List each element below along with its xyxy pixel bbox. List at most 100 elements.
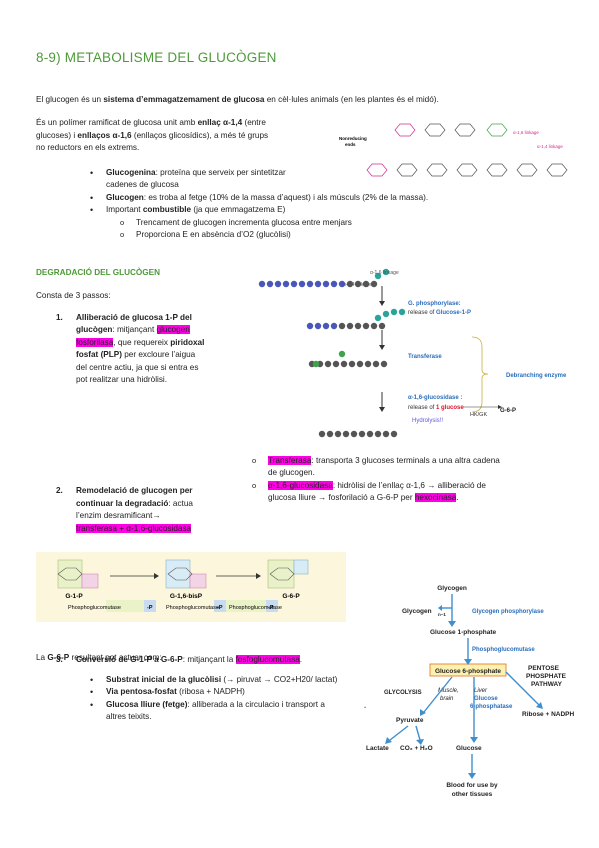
bullet-glucolisi: Substrat inicial de la glucòlisi (→ piru… — [86, 674, 361, 687]
path-blood1: Blood for use by — [446, 782, 498, 789]
glucose-bead — [364, 360, 372, 368]
enzyme-glucosidasa: α-1,6-glucosidasa: hidròlisi de l’enllaç… — [248, 480, 578, 505]
path-glycolysis: GLYCOLYSIS — [384, 690, 422, 696]
glucose-bead — [342, 430, 350, 438]
glucose-bead — [314, 280, 322, 288]
subbullet-2: Proporciona E en absència d’O2 (glucòlis… — [116, 229, 486, 242]
path-ribose: Ribose + NADPH — [522, 711, 574, 718]
step-2: 2. Remodelació de glucogen per continuar… — [56, 486, 193, 533]
path-blood2: other tissues — [452, 791, 493, 798]
g16-molecule — [165, 559, 207, 589]
path-g1p: Glucose 1-phosphate — [430, 629, 496, 636]
transferase-label: Transferase — [408, 354, 442, 360]
path-g6pase: 6-phosphatase — [470, 704, 513, 710]
glucose-ring — [486, 163, 508, 177]
degr-link14-label: α-1,4 linkage — [343, 282, 372, 288]
glucose-bead — [318, 430, 326, 438]
ends-label: ends — [345, 142, 356, 147]
degradation-figure: α-1,6 linkage α-1,4 linkage G. phosphory… — [258, 268, 567, 438]
gluc16-label: α-1,6-glucosidase : — [408, 395, 462, 401]
glucose-bead — [338, 322, 346, 330]
mut-p-1: -P — [147, 605, 153, 611]
glucose-bead — [374, 314, 382, 322]
pathway-figure: Glycogen Glycogen n−1 Glycogen phosphory… — [364, 585, 574, 798]
glucose-bead — [312, 360, 320, 368]
hkgk-label: HK/GK — [470, 412, 487, 418]
glucose-bead — [370, 322, 378, 330]
glucose-bead — [374, 430, 382, 438]
path-pentose3: PATHWAY — [531, 681, 563, 688]
glucose-ring — [424, 123, 446, 137]
glucose-bead — [354, 280, 362, 288]
degr-g6p-label: G-6-P — [500, 408, 516, 414]
glucose-ring — [546, 163, 568, 177]
glucose-bead — [306, 280, 314, 288]
glucose-bead — [366, 430, 374, 438]
bracket — [471, 336, 489, 413]
mutase-figure: G-1-P G-1,6-bisP G-6-P Phosphoglucomutas… — [36, 552, 346, 622]
subbullet-1: Trencament de glucogen incrementa glucos… — [116, 217, 486, 230]
path-pentose1: PENTOSE — [528, 665, 560, 672]
link16-label: α-1,6 linkage — [513, 130, 539, 135]
mut-pgm-2: Phosphoglucomutase — [166, 605, 219, 611]
bullet-glucogenina: Glucogenina: proteïna que serveix per si… — [86, 167, 486, 192]
glucose-bead — [338, 280, 346, 288]
mut-g1p-label: G-1-P — [65, 593, 83, 600]
glucose-ring — [454, 123, 476, 137]
glucose-ring — [394, 123, 416, 137]
mut-g6p-label: G-6-P — [282, 593, 300, 600]
path-n1: n−1 — [438, 612, 446, 617]
path-g6p: Glucose 6-phosphate — [435, 668, 501, 675]
g6p-molecule — [267, 559, 309, 589]
glucose-bead — [322, 322, 330, 330]
section-degradacio: DEGRADACIÓ DEL GLUCÒGEN — [36, 268, 161, 277]
bullet-combustible: Important combustible (ja que emmagatzem… — [86, 204, 486, 217]
glucose-bead — [354, 322, 362, 330]
glucose-bead — [372, 360, 380, 368]
mut-p-3: -P — [268, 605, 274, 611]
gphos-label: G. phosphorylase: — [408, 301, 461, 307]
glucose-bead — [390, 430, 398, 438]
glucose-bead — [370, 280, 378, 288]
glucose-bead — [274, 280, 282, 288]
consta-text: Consta de 3 passos: — [36, 291, 111, 300]
path-co2: CO₂ + H₂O — [400, 745, 433, 752]
glucose-bead — [266, 280, 274, 288]
glucose-bead — [374, 272, 382, 280]
svg-text:.: . — [364, 701, 366, 710]
bullet-list-1: Glucogenina: proteïna que serveix per si… — [86, 167, 486, 242]
glucose-bead — [330, 322, 338, 330]
glucose-bead — [348, 360, 356, 368]
step-1: 1. Alliberació de glucosa 1-P del glucòg… — [56, 313, 205, 385]
glucose-bead — [390, 308, 398, 316]
glycogen-structure-figure: Nonreducing ends α-1,6 linkage α-1,4 lin… — [339, 123, 568, 177]
glucose-bead — [380, 360, 388, 368]
glucose-bead — [324, 360, 332, 368]
path-pentose2: PHOSPHATE — [526, 673, 567, 680]
intro-paragraph: El glucogen és un sistema d’emmagatzemam… — [36, 95, 439, 104]
link14-label: α-1,4 linkage — [537, 144, 563, 149]
polymer-paragraph: És un polímer ramificat de glucosa unit … — [36, 118, 269, 153]
glucose-ring — [486, 123, 508, 137]
path-liver: Liver — [474, 688, 488, 694]
glucose-bead — [350, 430, 358, 438]
path-glycogen-n1: Glycogen — [402, 608, 432, 615]
path-glycogen: Glycogen — [437, 585, 467, 592]
enzyme-transferasa: Transferasa: transporta 3 glucoses termi… — [248, 455, 578, 480]
path-glucose: Glucose — [456, 745, 482, 752]
debranch-label: Debranching enzyme — [506, 373, 567, 379]
glucose-bead — [382, 430, 390, 438]
glucose-bead — [338, 350, 346, 358]
svg-text:release of Glucose-1-P: release of Glucose-1-P — [408, 310, 471, 316]
glucose-bead — [346, 322, 354, 330]
enzyme-list: Transferasa: transporta 3 glucoses termi… — [248, 455, 578, 505]
glucose-bead — [378, 322, 386, 330]
nonreducing-label: Nonreducing — [339, 136, 367, 141]
mut-p-2: -P — [217, 605, 223, 611]
glucose-bead — [334, 430, 342, 438]
path-glucose-enzyme: Glucose — [474, 696, 498, 702]
glucose-bead — [340, 360, 348, 368]
glucose-ring — [516, 163, 538, 177]
glucose-bead — [362, 322, 370, 330]
glucose-bead — [382, 268, 390, 276]
